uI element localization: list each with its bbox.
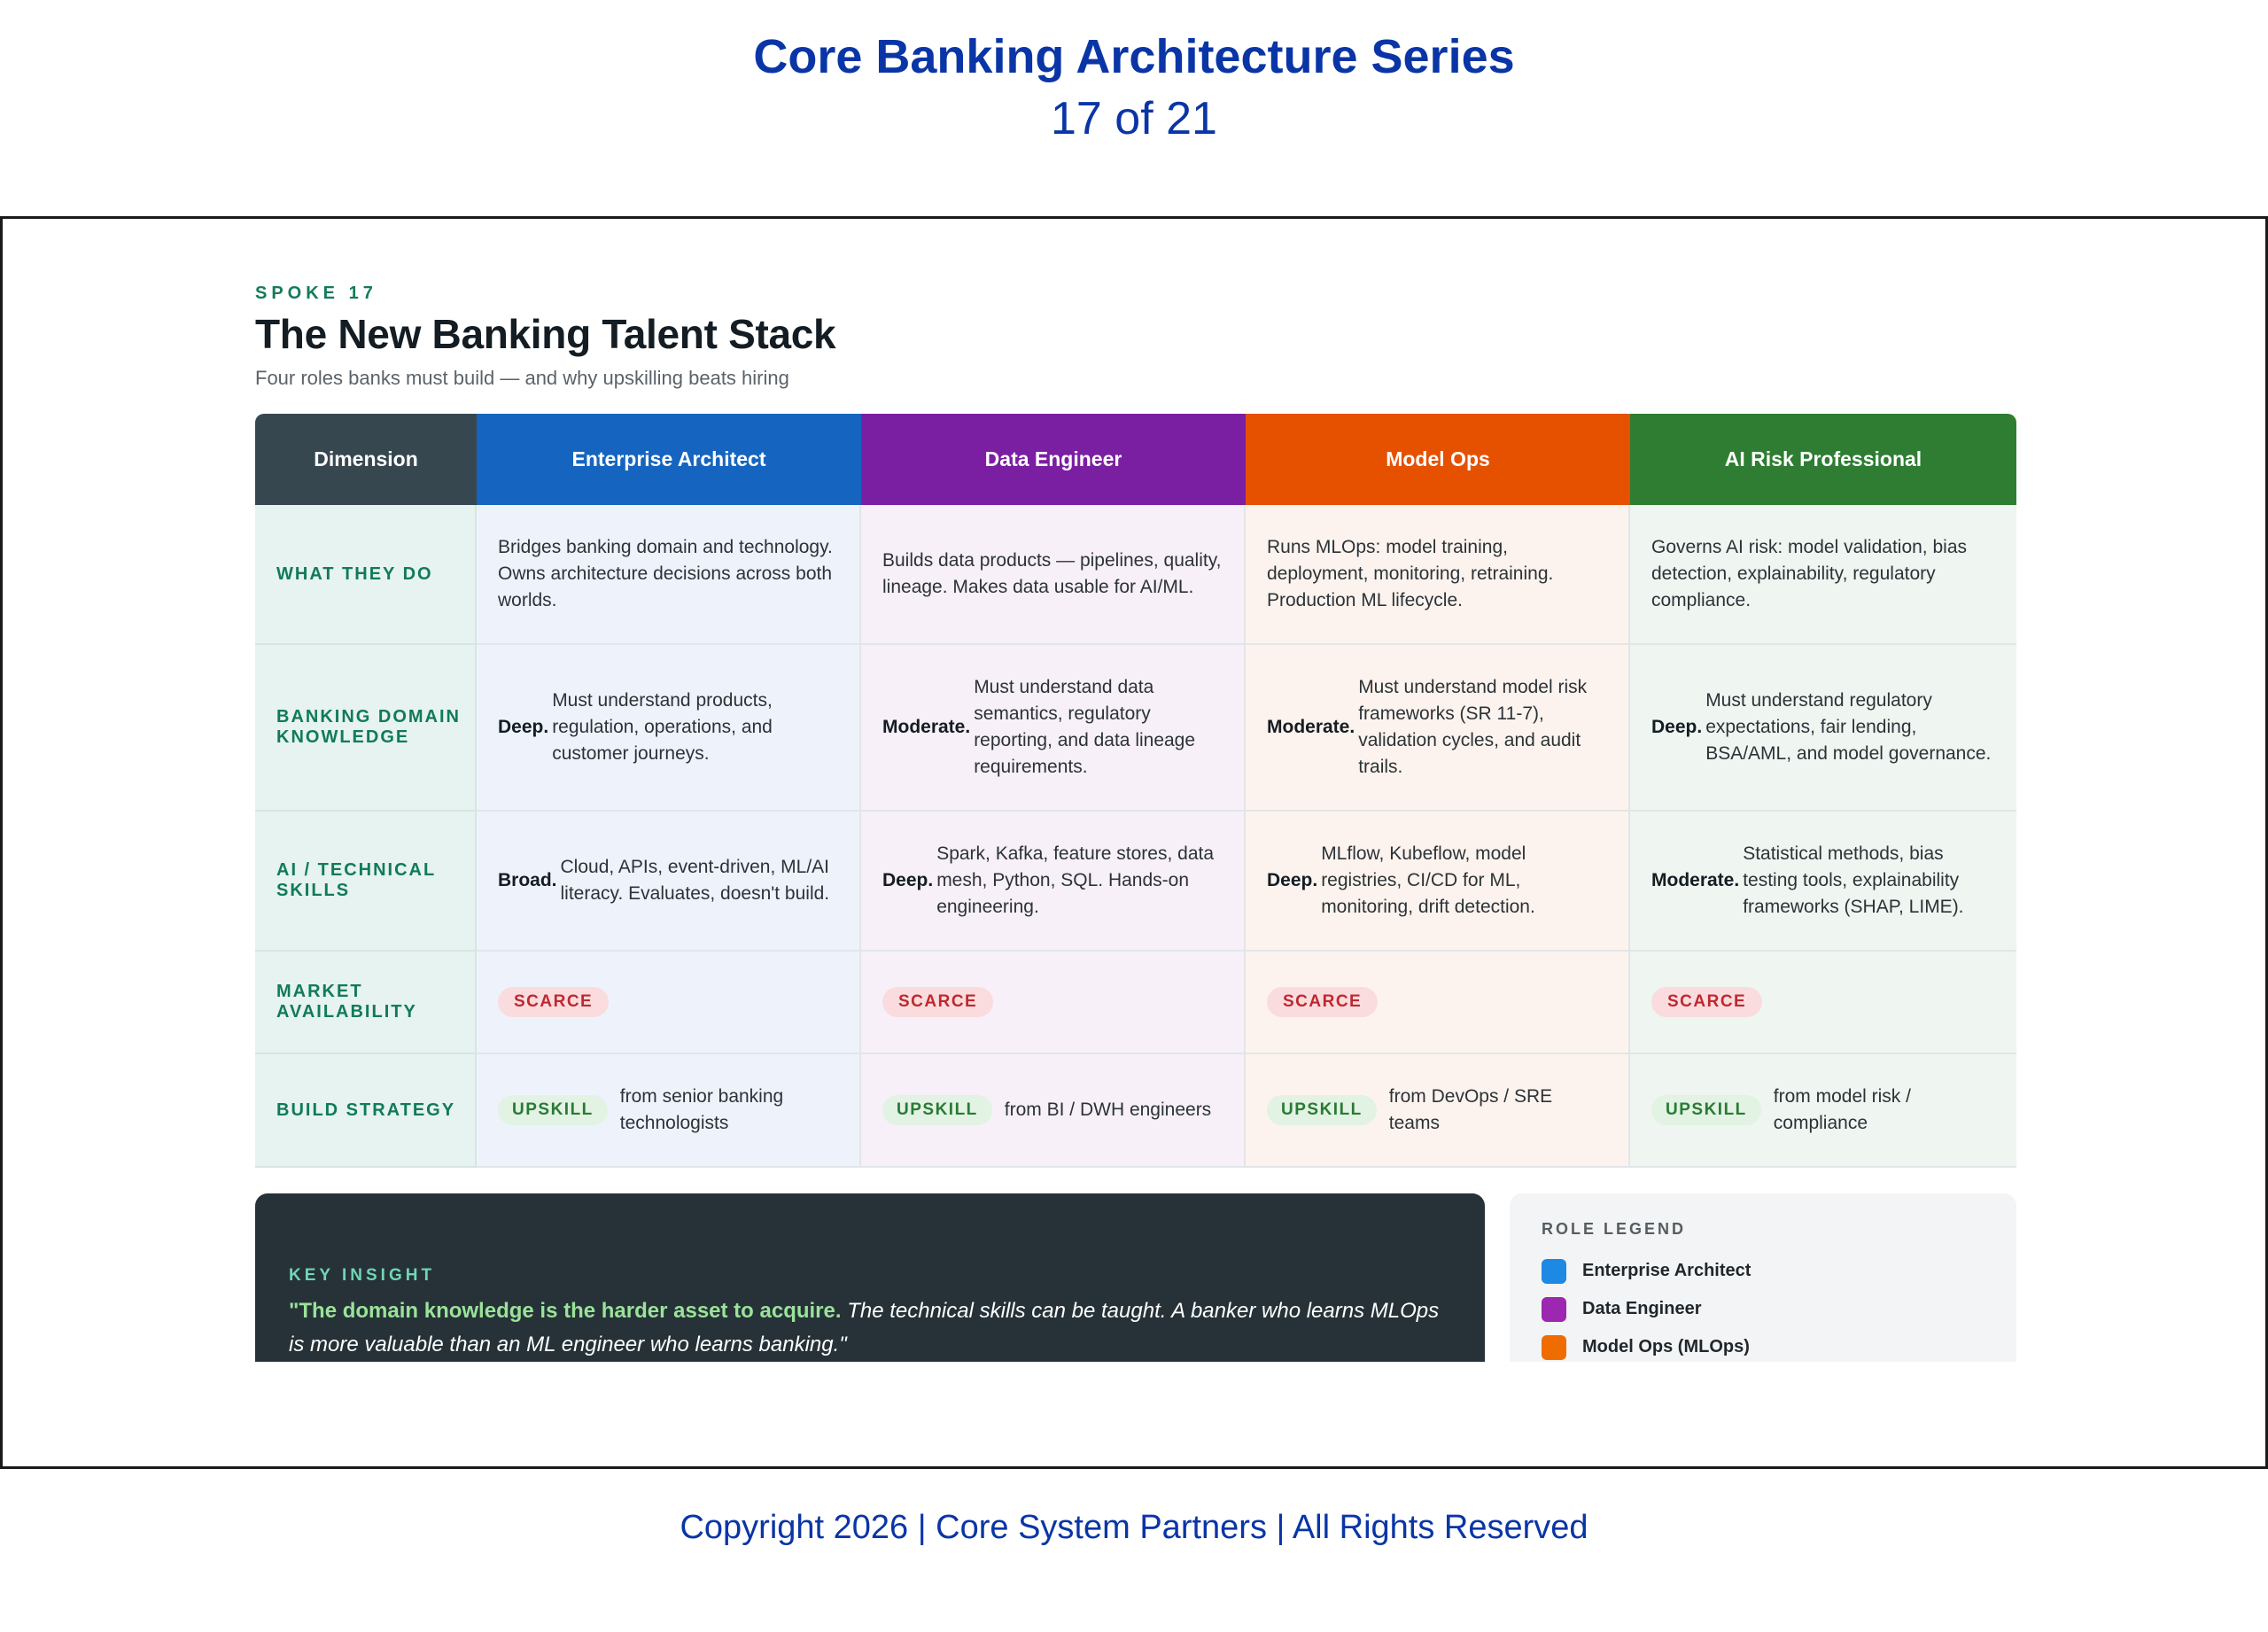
dimension-label: AI / Technical Skills — [255, 812, 477, 952]
table-cell-model-ops: SCARCE — [1246, 952, 1630, 1054]
series-title: Core Banking Architecture Series — [753, 30, 1515, 83]
slide-subtitle: Four roles banks must build — and why up… — [255, 367, 789, 389]
table-cell-data-engineer: UPSKILL from BI / DWH engineers — [861, 1054, 1246, 1168]
cell-text: from model risk / compliance — [1773, 1086, 1911, 1133]
table-cell-model-ops: UPSKILL from DevOps / SRE teams — [1246, 1054, 1630, 1168]
upskill-badge: UPSKILL — [1267, 1095, 1377, 1125]
level-label: Deep. — [1267, 870, 1318, 890]
table-cell-ai-risk-professional: Governs AI risk: model validation, bias … — [1630, 505, 2016, 645]
legend-item: Model Ops (MLOps) — [1542, 1328, 1751, 1366]
upskill-badge: UPSKILL — [498, 1095, 608, 1125]
table-cell-ai-risk-professional: Moderate.Statistical methods, bias testi… — [1630, 812, 2016, 952]
scarce-badge: SCARCE — [1651, 987, 1763, 1017]
slide: SPOKE 17 The New Banking Talent Stack Fo… — [255, 281, 2018, 1433]
table-cell-data-engineer: Moderate.Must understand data semantics,… — [861, 645, 1246, 812]
cell-text: Must understand regulatory expectations,… — [1705, 690, 1992, 764]
legend-label: Model Ops (MLOps) — [1582, 1337, 1750, 1356]
legend-swatch — [1542, 1258, 1566, 1284]
level-label: Moderate. — [1267, 717, 1355, 737]
cell-text: from DevOps / SRE teams — [1388, 1086, 1553, 1133]
level-label: Deep. — [882, 870, 934, 890]
upskill-badge: UPSKILL — [1651, 1095, 1761, 1125]
header-ai-risk-professional: AI Risk Professional — [1630, 414, 2016, 505]
cell-text: Spark, Kafka, feature stores, data mesh,… — [936, 843, 1215, 917]
dimension-label: Build Strategy — [255, 1054, 477, 1168]
cell-text: Bridges banking domain and technology. O… — [498, 537, 833, 610]
header-model-ops: Model Ops — [1246, 414, 1630, 505]
table-cell-data-engineer: Deep.Spark, Kafka, feature stores, data … — [861, 812, 1246, 952]
table-cell-model-ops: Runs MLOps: model training, deployment, … — [1246, 505, 1630, 645]
cell-text: from BI / DWH engineers — [1004, 1100, 1212, 1120]
table-cell-model-ops: Deep.MLflow, Kubeflow, model registries,… — [1246, 812, 1630, 952]
cell-text: Must understand model risk frameworks (S… — [1358, 677, 1588, 777]
level-label: Moderate. — [882, 717, 971, 737]
cell-text: Must understand products, regulation, op… — [552, 690, 773, 764]
cell-text: MLflow, Kubeflow, model registries, CI/C… — [1321, 843, 1535, 917]
dimension-label: What They Do — [255, 505, 477, 645]
cell-text: from senior banking technologists — [619, 1086, 784, 1133]
level-label: Moderate. — [1651, 870, 1740, 890]
slide-kicker: SPOKE 17 — [255, 284, 377, 303]
table-cell-enterprise-architect: Bridges banking domain and technology. O… — [477, 505, 861, 645]
table-cell-enterprise-architect: Broad.Cloud, APIs, event-driven, ML/AI l… — [477, 812, 861, 952]
cell-text: Builds data products — pipelines, qualit… — [882, 550, 1222, 597]
legend-label: Enterprise Architect — [1582, 1261, 1751, 1280]
cell-text: Governs AI risk: model validation, bias … — [1651, 537, 1967, 610]
header-data-engineer: Data Engineer — [861, 414, 1246, 505]
table-cell-data-engineer: Builds data products — pipelines, qualit… — [861, 505, 1246, 645]
slide-frame: SPOKE 17 The New Banking Talent Stack Fo… — [0, 216, 2268, 1469]
scarce-badge: SCARCE — [1267, 987, 1379, 1017]
page-indicator: 17 of 21 — [1051, 93, 1217, 144]
cell-text: Must understand data semantics, regulato… — [974, 677, 1196, 777]
legend-item: Data Engineer — [1542, 1290, 1751, 1328]
scarce-badge: SCARCE — [882, 987, 994, 1017]
key-insight-quote: "The domain knowledge is the harder asse… — [289, 1294, 1458, 1362]
table-cell-data-engineer: SCARCE — [861, 952, 1246, 1054]
dimension-label: Market Availability — [255, 952, 477, 1054]
dimension-label: Banking Domain Knowledge — [255, 645, 477, 812]
legend-swatch — [1542, 1296, 1566, 1322]
header-enterprise-architect: Enterprise Architect — [477, 414, 861, 505]
cell-text: Cloud, APIs, event-driven, ML/AI literac… — [560, 857, 830, 904]
copyright-footer: Copyright 2026 | Core System Partners | … — [680, 1509, 1588, 1546]
cell-text: Statistical methods, bias testing tools,… — [1743, 843, 1964, 917]
role-legend-label: ROLE LEGEND — [1542, 1220, 1687, 1238]
key-insight-highlight: "The domain knowledge is the harder asse… — [289, 1299, 842, 1323]
legend-label: Data Engineer — [1582, 1299, 1702, 1318]
key-insight-label: KEY INSIGHT — [289, 1266, 436, 1285]
table-cell-enterprise-architect: SCARCE — [477, 952, 861, 1054]
upskill-badge: UPSKILL — [882, 1095, 992, 1125]
scarce-badge: SCARCE — [498, 987, 610, 1017]
table-cell-model-ops: Moderate.Must understand model risk fram… — [1246, 645, 1630, 812]
slide-title: The New Banking Talent Stack — [255, 311, 836, 357]
table-cell-ai-risk-professional: UPSKILL from model risk / compliance — [1630, 1054, 2016, 1168]
table-cell-enterprise-architect: Deep.Must understand products, regulatio… — [477, 645, 861, 812]
cell-text: Runs MLOps: model training, deployment, … — [1267, 537, 1554, 610]
table-cell-ai-risk-professional: Deep.Must understand regulatory expectat… — [1630, 645, 2016, 812]
table-cell-enterprise-architect: UPSKILL from senior banking technologists — [477, 1054, 861, 1168]
page-header: Core Banking Architecture Series 17 of 2… — [0, 27, 2268, 149]
table-cell-ai-risk-professional: SCARCE — [1630, 952, 2016, 1054]
level-label: Deep. — [1651, 717, 1703, 737]
key-insight-panel: KEY INSIGHT "The domain knowledge is the… — [255, 1193, 1485, 1362]
legend-swatch — [1542, 1334, 1566, 1360]
legend-item: Enterprise Architect — [1542, 1252, 1751, 1290]
level-label: Deep. — [498, 717, 549, 737]
level-label: Broad. — [498, 870, 557, 890]
key-insight-rest: The technical skills can be taught. A ba… — [289, 1299, 1440, 1356]
header-dimension: Dimension — [255, 414, 477, 505]
